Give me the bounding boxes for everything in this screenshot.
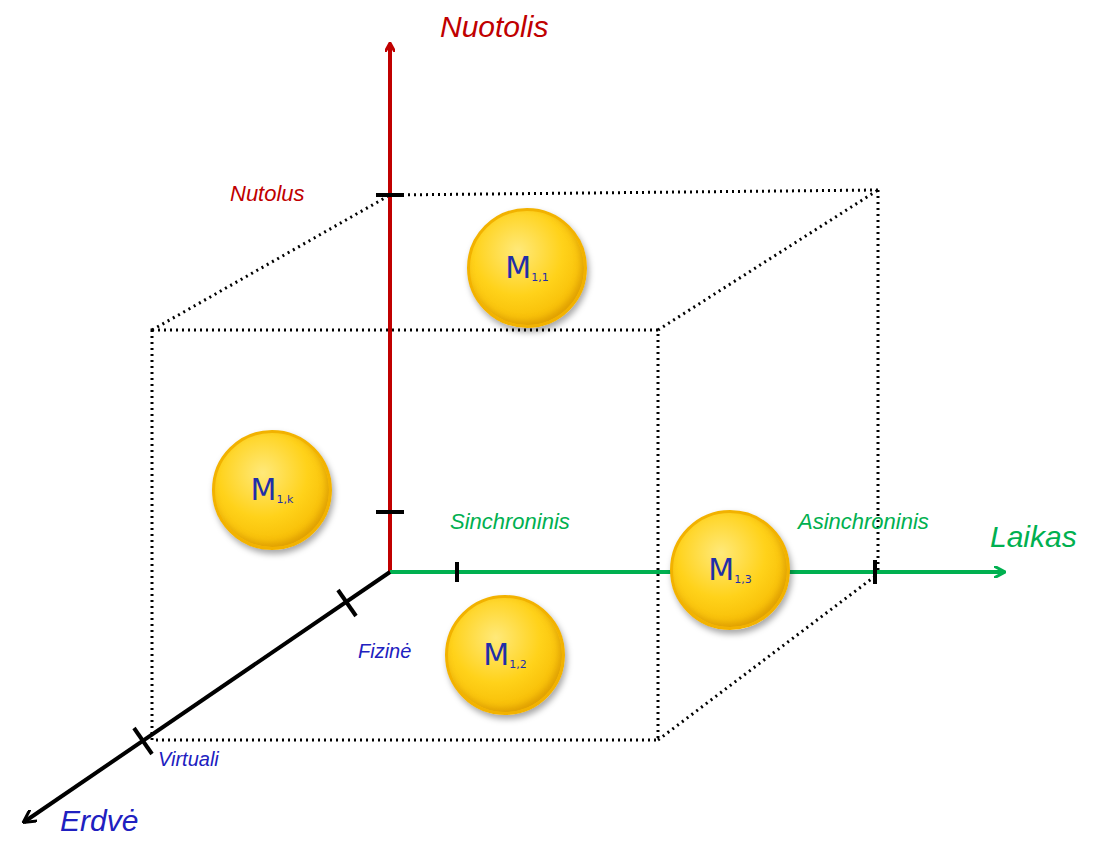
axis-label: Sinchroninis <box>450 510 570 534</box>
module-circle: M1,3 <box>670 510 790 630</box>
axis-label: Nuotolis <box>440 10 548 43</box>
axis-label: Laikas <box>990 520 1077 553</box>
module-subscript: 1,3 <box>734 574 752 585</box>
module-letter: M <box>708 555 734 585</box>
axis-label: Asinchroninis <box>798 510 929 534</box>
module-subscript: 1,2 <box>509 659 527 670</box>
axis-label: Fizinė <box>358 640 411 662</box>
axis-tick <box>873 560 877 584</box>
dotted-cube <box>152 190 878 740</box>
axis-label: Nutolus <box>230 182 305 206</box>
module-circle: M1,k <box>212 430 332 550</box>
axis-label: Erdvė <box>60 804 138 837</box>
module-circle: M1,1 <box>467 208 587 328</box>
module-letter: M <box>505 253 531 283</box>
module-subscript: 1,1 <box>531 272 549 283</box>
axis-tick <box>376 193 404 197</box>
space-axis <box>24 572 390 822</box>
axis-label: Virtuali <box>158 748 219 770</box>
axis-tick <box>455 562 459 582</box>
module-letter: M <box>483 640 509 670</box>
distance-axis <box>388 44 392 574</box>
module-subscript: 1,k <box>277 494 294 505</box>
module-letter: M <box>251 475 277 505</box>
axis-tick <box>338 590 356 616</box>
axis-tick <box>134 728 152 754</box>
axis-tick <box>376 510 404 514</box>
module-circle: M1,2 <box>445 595 565 715</box>
